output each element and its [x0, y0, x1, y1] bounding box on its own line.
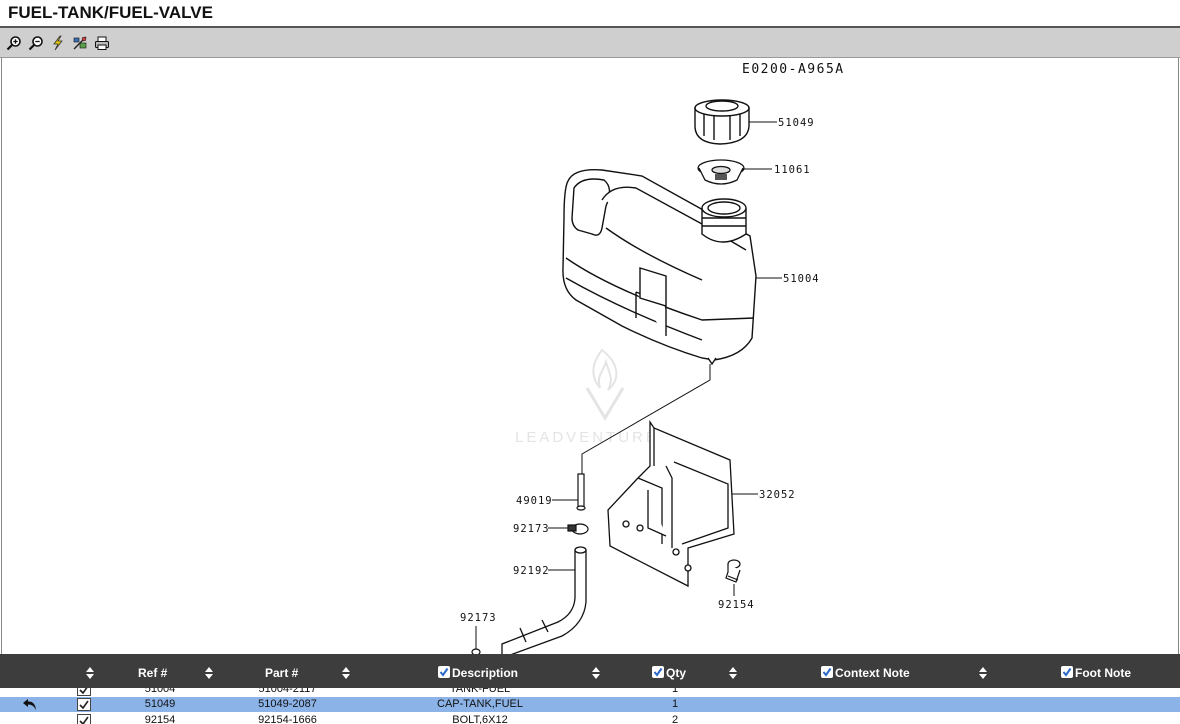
column-header-description: Description: [438, 654, 518, 688]
back-arrow-icon[interactable]: [22, 698, 38, 711]
fuel-hose-drawing[interactable]: [501, 546, 587, 654]
callout-51049[interactable]: 51049: [778, 117, 815, 129]
cell-description: BOLT,6X12: [452, 714, 508, 724]
column-header-foot-note: Foot Note: [1061, 654, 1131, 688]
context-note-checkbox[interactable]: [821, 666, 833, 678]
printer-icon[interactable]: [93, 34, 111, 52]
cell-part[interactable]: 92154-1666: [258, 714, 317, 724]
tool-icon[interactable]: [71, 34, 89, 52]
select-row-icon[interactable]: [77, 698, 91, 711]
parts-diagram: E0200-A965A LEADVENTURE 51049 11061: [460, 62, 845, 654]
table-row-selected[interactable]: 51049 51049-2087 CAP-TANK,FUEL 1: [0, 697, 1180, 712]
pin-drawing[interactable]: [576, 473, 586, 511]
select-row-icon[interactable]: [77, 688, 91, 696]
parts-grid-header: Ref # Part # Description Qty Context Not…: [0, 654, 1180, 688]
zoom-in-icon[interactable]: [5, 34, 23, 52]
cell-ref: 92154: [144, 714, 176, 724]
cell-qty: 1: [671, 688, 679, 695]
sort-icon-context-note[interactable]: [979, 667, 987, 679]
lightning-icon[interactable]: [49, 34, 67, 52]
column-header-part[interactable]: Part #: [265, 666, 299, 680]
callout-92173-upper[interactable]: 92173: [513, 523, 550, 535]
bolt-drawing[interactable]: [725, 559, 741, 583]
parts-diagram-viewer[interactable]: E0200-A965A LEADVENTURE 51049 11061: [1, 58, 1179, 654]
cell-ref: 51004: [144, 688, 176, 695]
zoom-out-icon[interactable]: [27, 34, 45, 52]
column-header-context-note: Context Note: [821, 654, 910, 688]
column-header-description-label[interactable]: Description: [452, 666, 519, 680]
cell-part[interactable]: 51004-2117: [258, 688, 317, 695]
sort-icon-part[interactable]: [342, 667, 350, 679]
parts-grid-body[interactable]: 51004 51004-2117 TANK-FUEL 1 51049 51049…: [0, 688, 1180, 724]
foot-note-checkbox[interactable]: [1061, 666, 1073, 678]
lower-clamp-drawing[interactable]: [471, 648, 481, 654]
watermark-text: LEADVENTURE: [515, 429, 659, 446]
select-row-icon[interactable]: [77, 714, 91, 724]
cell-description: CAP-TANK,FUEL: [437, 698, 523, 710]
cell-qty: 2: [671, 714, 679, 724]
callout-32052[interactable]: 32052: [759, 489, 796, 501]
column-header-qty-label[interactable]: Qty: [666, 666, 687, 680]
toolbar: [0, 28, 1180, 58]
fuel-cap-drawing[interactable]: [694, 99, 750, 145]
tank-bracket-drawing[interactable]: [607, 419, 735, 588]
column-header-context-note-label[interactable]: Context Note: [835, 666, 910, 680]
cell-description: TANK-FUEL: [449, 688, 511, 695]
column-header-ref[interactable]: Ref #: [138, 666, 168, 680]
fuel-tank-drawing[interactable]: [562, 169, 757, 366]
hose-clamp-drawing[interactable]: [567, 523, 589, 535]
callout-11061[interactable]: 11061: [774, 164, 811, 176]
callout-49019[interactable]: 49019: [516, 495, 553, 507]
column-header-foot-note-label[interactable]: Foot Note: [1075, 666, 1131, 680]
cell-ref: 51049: [144, 698, 176, 710]
column-header-qty: Qty: [652, 654, 686, 688]
description-checkbox[interactable]: [438, 666, 450, 678]
sort-icon-select[interactable]: [86, 667, 94, 679]
callout-51004[interactable]: 51004: [783, 273, 820, 285]
window-title: FUEL-TANK/FUEL-VALVE: [0, 0, 1180, 28]
table-row[interactable]: 51004 51004-2117 TANK-FUEL 1: [0, 688, 1180, 697]
sort-icon-qty[interactable]: [729, 667, 737, 679]
drawing-id: E0200-A965A: [742, 62, 845, 77]
qty-checkbox[interactable]: [652, 666, 664, 678]
callout-92192[interactable]: 92192: [513, 565, 550, 577]
cap-gasket-drawing[interactable]: [697, 159, 745, 185]
cell-qty: 1: [671, 698, 679, 710]
cell-part[interactable]: 51049-2087: [258, 698, 317, 710]
sort-icon-description[interactable]: [592, 667, 600, 679]
sort-icon-ref[interactable]: [205, 667, 213, 679]
callout-92154[interactable]: 92154: [718, 599, 755, 611]
table-row[interactable]: 92154 92154-1666 BOLT,6X12 2: [0, 713, 1180, 724]
leadventure-watermark: LEADVENTURE: [515, 348, 659, 446]
callout-92173-lower[interactable]: 92173: [460, 612, 497, 624]
